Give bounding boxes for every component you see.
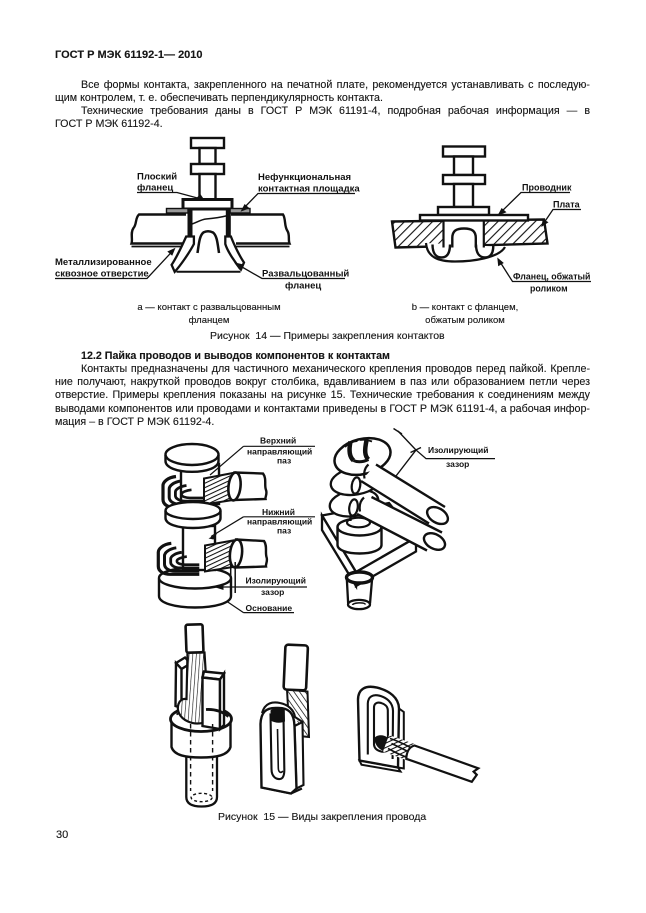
svg-text:Развальцованный: Развальцованный bbox=[262, 269, 349, 280]
svg-text:Основание: Основание bbox=[246, 603, 293, 613]
svg-text:Проводник: Проводник bbox=[522, 183, 572, 193]
svg-text:Фланец, обжатый: Фланец, обжатый bbox=[513, 272, 590, 282]
svg-text:Верхний: Верхний bbox=[260, 436, 296, 446]
svg-text:Изолирующий: Изолирующий bbox=[246, 576, 306, 586]
svg-text:сквозное отверстие: сквозное отверстие bbox=[55, 269, 149, 280]
svg-text:паз: паз bbox=[277, 526, 291, 536]
svg-text:контактная площадка: контактная площадка bbox=[258, 184, 360, 195]
svg-text:роликом: роликом bbox=[530, 284, 568, 294]
svg-text:Плата: Плата bbox=[553, 200, 581, 210]
svg-text:Плоский: Плоский bbox=[137, 172, 177, 183]
svg-text:зазор: зазор bbox=[261, 587, 284, 597]
svg-text:направляющий: направляющий bbox=[247, 447, 312, 457]
svg-text:Изолирующий: Изолирующий bbox=[428, 445, 488, 455]
svg-text:зазор: зазор bbox=[446, 459, 469, 469]
svg-text:фланец: фланец bbox=[137, 183, 173, 194]
svg-text:фланец: фланец bbox=[285, 281, 321, 292]
svg-text:Нижний: Нижний bbox=[262, 507, 295, 517]
svg-text:Металлизированное: Металлизированное bbox=[55, 257, 152, 268]
svg-text:направляющий: направляющий bbox=[247, 517, 312, 527]
svg-text:паз: паз bbox=[277, 456, 291, 466]
svg-text:Нефункциональная: Нефункциональная bbox=[258, 172, 351, 183]
